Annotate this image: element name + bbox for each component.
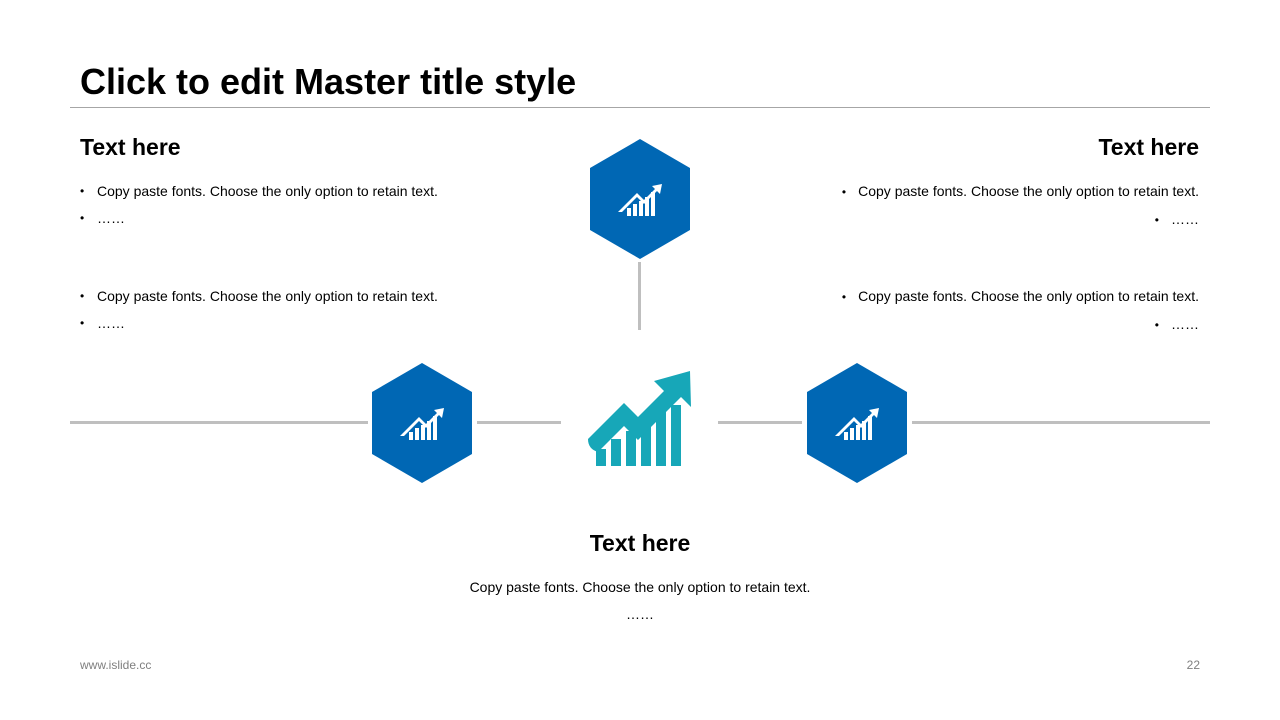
connector-center-left xyxy=(477,421,561,424)
connector-left xyxy=(70,421,368,424)
bullet-item: • Copy paste fonts. Choose the only optio… xyxy=(842,283,1199,311)
bullet-item: • …… xyxy=(842,311,1199,339)
bullet-dot: • xyxy=(1154,318,1159,332)
bullet-item: Copy paste fonts. Choose the only option… xyxy=(80,178,438,205)
bullet-dot: • xyxy=(841,185,847,199)
right-heading[interactable]: Text here xyxy=(1098,134,1199,160)
bullet-text: …… xyxy=(1171,211,1199,227)
growth-chart-icon xyxy=(618,184,662,216)
growth-chart-icon xyxy=(588,371,691,466)
bullet-item: …… xyxy=(80,310,438,337)
bullet-item: • …… xyxy=(842,206,1199,234)
page-number: 22 xyxy=(1186,658,1200,672)
bottom-heading[interactable]: Text here xyxy=(589,530,691,556)
footer-url: www.islide.cc xyxy=(80,658,152,672)
slide-title[interactable]: Click to edit Master title style xyxy=(80,61,577,102)
left-heading[interactable]: Text here xyxy=(80,134,181,160)
left-bullet-list-1[interactable]: Copy paste fonts. Choose the only option… xyxy=(80,178,438,232)
hexagon-top[interactable] xyxy=(588,139,692,259)
bullet-item: Copy paste fonts. Choose the only option… xyxy=(80,283,438,310)
hexagon-left[interactable] xyxy=(370,363,474,483)
connector-vertical xyxy=(638,262,641,330)
connector-right xyxy=(912,421,1210,424)
bullet-text: …… xyxy=(1171,316,1199,332)
bottom-text-line[interactable]: …… xyxy=(626,606,654,622)
bottom-text-line[interactable]: Copy paste fonts. Choose the only option… xyxy=(469,579,811,595)
connector-center-right xyxy=(718,421,802,424)
bullet-text: Copy paste fonts. Choose the only option… xyxy=(858,183,1199,199)
bullet-item: …… xyxy=(80,205,438,232)
title-divider xyxy=(70,107,1210,108)
growth-chart-icon xyxy=(835,408,879,440)
bullet-dot: • xyxy=(1154,213,1159,227)
growth-chart-icon xyxy=(400,408,444,440)
center-growth-chart-icon[interactable] xyxy=(584,369,696,469)
hexagon-right[interactable] xyxy=(805,363,909,483)
left-bullet-list-2[interactable]: Copy paste fonts. Choose the only option… xyxy=(80,283,438,337)
right-bullet-list-1[interactable]: • Copy paste fonts. Choose the only optio… xyxy=(842,178,1199,234)
right-bullet-list-2[interactable]: • Copy paste fonts. Choose the only optio… xyxy=(842,283,1199,339)
bullet-item: • Copy paste fonts. Choose the only optio… xyxy=(842,178,1199,206)
bullet-dot: • xyxy=(841,290,847,304)
bullet-text: Copy paste fonts. Choose the only option… xyxy=(858,288,1199,304)
